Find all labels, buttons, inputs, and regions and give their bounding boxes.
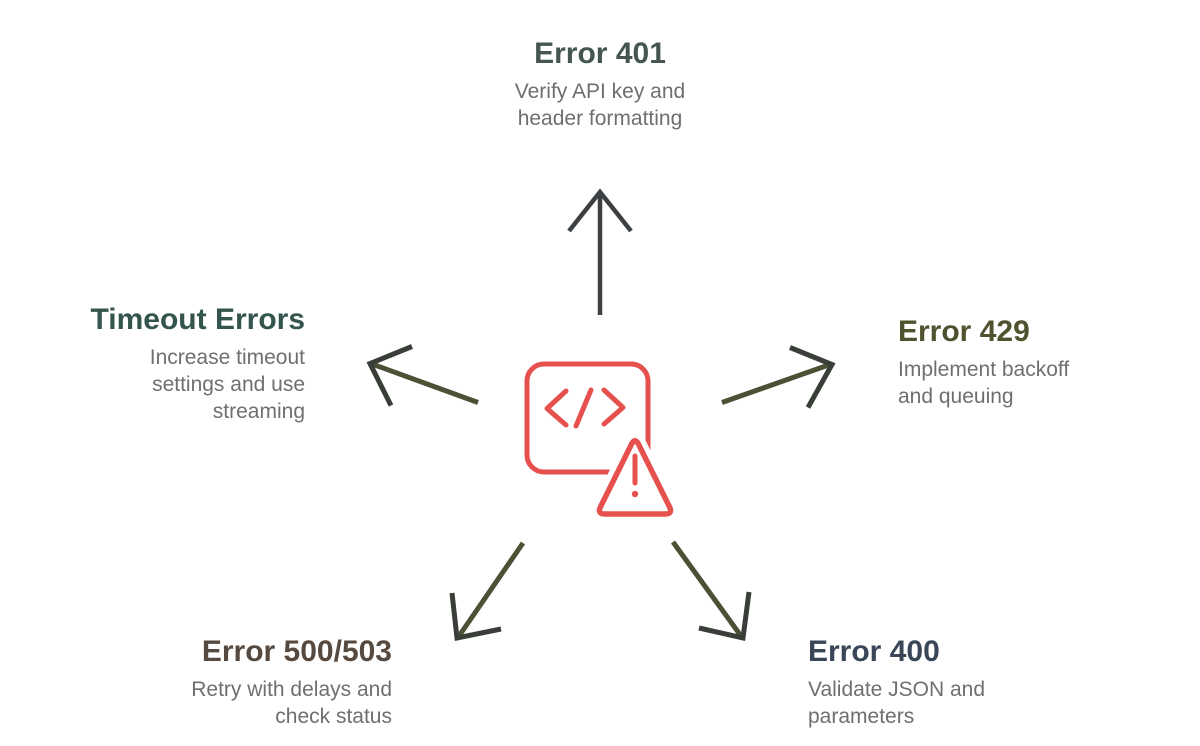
description-line: Increase timeout [149, 346, 305, 369]
arrow-upper-right [721, 345, 836, 409]
node-description: Implement backoff and queuing [898, 356, 1190, 410]
node-timeout-errors: Timeout Errors Increase timeout settings… [20, 302, 306, 425]
node-title: Error 401 [534, 37, 666, 70]
node-error-401: Error 401 Verify API key and header form… [420, 36, 780, 132]
description-line: and queuing [898, 385, 1014, 408]
node-description: Retry with delays and check status [100, 676, 392, 730]
warning-triangle-gap [591, 433, 679, 522]
node-error-429: Error 429 Implement backoff and queuing [898, 314, 1190, 410]
node-description: Validate JSON and parameters [808, 676, 1098, 730]
description-line: Implement backoff [898, 358, 1070, 381]
code-error-icon [524, 361, 679, 522]
code-chevron-left [544, 388, 569, 428]
node-description: Verify API key and header formatting [420, 78, 780, 132]
description-line: streaming [212, 400, 305, 423]
node-error-400: Error 400 Validate JSON and parameters [808, 634, 1098, 730]
description-line: Retry with delays and [191, 678, 392, 701]
code-chevron-right [601, 387, 626, 427]
arrow-up [567, 188, 633, 315]
exclamation-dot [631, 490, 639, 498]
code-slash [573, 387, 594, 429]
arrow-lower-right [670, 540, 752, 642]
description-line: settings and use [152, 373, 305, 396]
node-error-500-503: Error 500/503 Retry with delays and chec… [100, 634, 392, 730]
node-title: Error 500/503 [201, 635, 392, 668]
node-description: Increase timeout settings and use stream… [20, 344, 305, 425]
code-window-outline [524, 361, 651, 475]
description-line: Verify API key and [514, 80, 686, 103]
description-line: header formatting [517, 107, 683, 130]
arrow-lower-left [449, 541, 526, 641]
description-line: check status [275, 705, 392, 728]
node-title: Error 400 [808, 635, 940, 668]
arrow-upper-left [366, 344, 479, 407]
node-title: Timeout Errors [90, 303, 306, 336]
node-title: Error 429 [898, 315, 1030, 348]
warning-triangle-icon [596, 438, 674, 517]
description-line: parameters [808, 705, 915, 728]
description-line: Validate JSON and [808, 678, 986, 701]
